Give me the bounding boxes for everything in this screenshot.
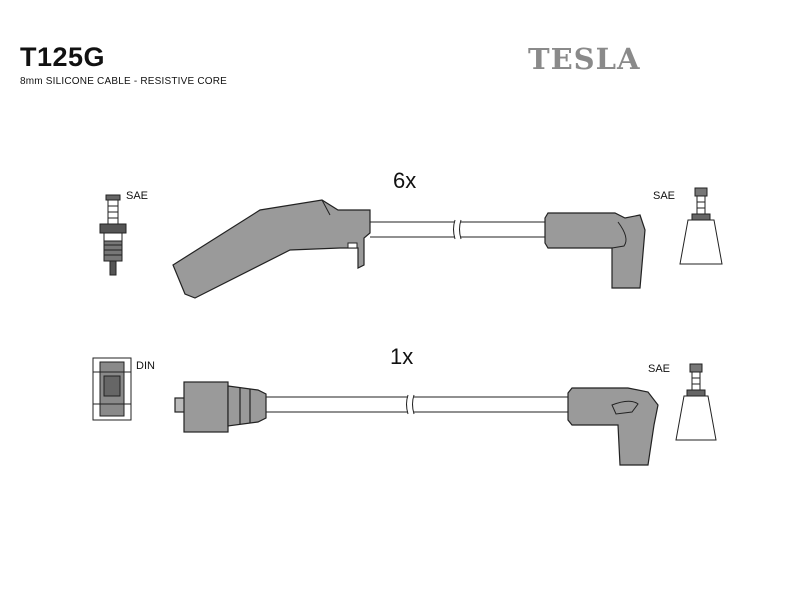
part-code: T125G <box>20 42 106 72</box>
din-connector-icon <box>92 357 132 421</box>
sae-terminal-icon <box>679 187 723 265</box>
wire-2-quantity: 1x <box>390 344 414 369</box>
coil-boot-right-2 <box>567 387 659 466</box>
straight-plug-boot <box>174 381 267 433</box>
spark-plug-icon <box>99 194 127 276</box>
angled-plug-boot <box>172 199 371 299</box>
sae-terminal-icon-2 <box>675 363 717 441</box>
wire-1-left-label: SAE <box>126 190 149 202</box>
wire-1-right-label: SAE <box>653 190 676 202</box>
subtitle: 8mm SILICONE CABLE - RESISTIVE CORE <box>20 76 228 87</box>
cable-wire-1 <box>370 219 545 240</box>
wire-2-left-label: DIN <box>136 360 155 372</box>
wire-1-quantity: 6x <box>393 168 417 193</box>
wire-2-right-label: SAE <box>648 363 671 375</box>
brand-logo: TESLA <box>528 42 641 76</box>
cable-wire-2 <box>266 394 568 415</box>
coil-boot-right <box>544 212 646 289</box>
